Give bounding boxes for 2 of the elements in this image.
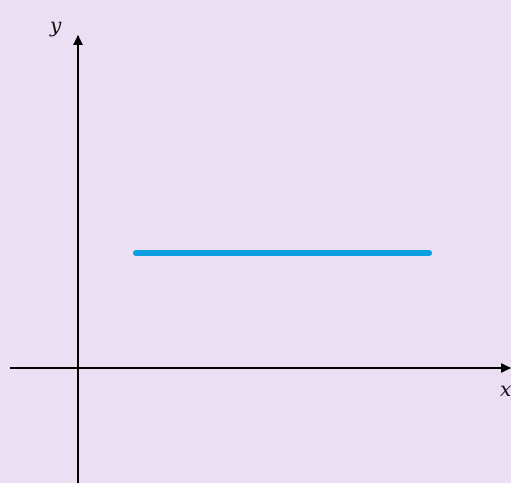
axis-label: x [500, 378, 511, 400]
axis-label: y [50, 14, 62, 36]
